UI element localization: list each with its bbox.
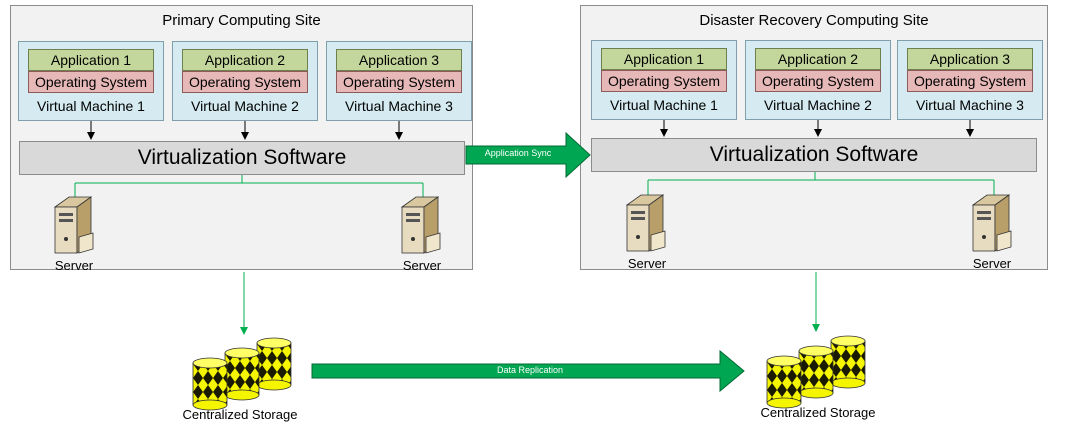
operating-system-box: Operating System xyxy=(755,70,881,92)
primary-storage-label: Centralized Storage xyxy=(182,407,298,422)
operating-system-box: Operating System xyxy=(336,71,462,93)
primary-server-label-right: Server xyxy=(402,258,442,273)
vm-label: Virtual Machine 2 xyxy=(764,97,872,113)
application-box: Application 1 xyxy=(601,48,727,70)
application-box: Application 1 xyxy=(28,49,154,71)
storage-icon xyxy=(766,335,866,409)
application-sync-label: Application Sync xyxy=(484,148,552,158)
operating-system-box: Operating System xyxy=(28,71,154,93)
vm-label: Virtual Machine 2 xyxy=(191,98,299,114)
vm-label: Virtual Machine 1 xyxy=(610,97,718,113)
storage-icon xyxy=(192,337,292,411)
server-icon xyxy=(625,194,666,252)
recovery-server-label-right: Server xyxy=(972,256,1012,271)
vm-label: Virtual Machine 3 xyxy=(916,97,1024,113)
operating-system-box: Operating System xyxy=(601,70,727,92)
recovery-vm-3: Application 3 Operating System Virtual M… xyxy=(897,40,1043,120)
server-icon xyxy=(400,196,441,254)
vm-label: Virtual Machine 3 xyxy=(345,98,453,114)
recovery-vm-2: Application 2 Operating System Virtual M… xyxy=(745,40,891,120)
recovery-vm-connectors xyxy=(660,120,974,137)
vm-label: Virtual Machine 1 xyxy=(37,98,145,114)
application-box: Application 2 xyxy=(182,49,308,71)
server-icon xyxy=(53,196,94,254)
recovery-server-label-left: Server xyxy=(627,256,667,271)
primary-vm-2: Application 2 Operating System Virtual M… xyxy=(172,41,318,121)
recovery-site-title: Disaster Recovery Computing Site xyxy=(699,12,929,29)
recovery-vm-1: Application 1 Operating System Virtual M… xyxy=(591,40,737,120)
primary-virtualization-software: Virtualization Software xyxy=(19,141,465,175)
application-box: Application 3 xyxy=(907,48,1033,70)
primary-server-connectors xyxy=(71,175,427,216)
recovery-storage-label: Centralized Storage xyxy=(760,405,876,420)
application-box: Application 2 xyxy=(755,48,881,70)
primary-server-label-left: Server xyxy=(54,258,94,273)
data-replication-arrow xyxy=(311,349,745,393)
data-replication-label: Data Replication xyxy=(496,365,564,375)
operating-system-box: Operating System xyxy=(907,70,1033,92)
primary-vm-1: Application 1 Operating System Virtual M… xyxy=(18,41,164,121)
recovery-server-connectors xyxy=(644,172,998,214)
application-box: Application 3 xyxy=(336,49,462,71)
primary-site-title: Primary Computing Site xyxy=(162,12,321,29)
primary-vm-3: Application 3 Operating System Virtual M… xyxy=(326,41,472,121)
operating-system-box: Operating System xyxy=(182,71,308,93)
recovery-virtualization-software: Virtualization Software xyxy=(591,138,1037,172)
application-sync-arrow xyxy=(465,131,591,179)
primary-vm-connectors xyxy=(87,121,403,140)
server-icon xyxy=(971,194,1012,252)
